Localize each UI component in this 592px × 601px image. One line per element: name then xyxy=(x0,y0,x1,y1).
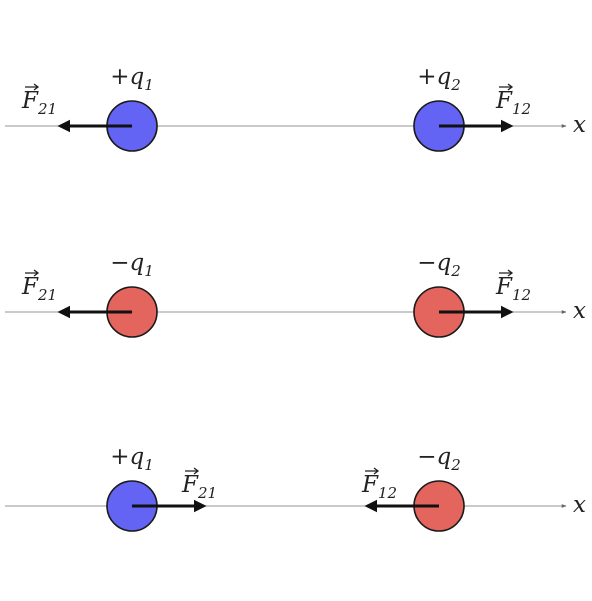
charge-label-q2: −q2 xyxy=(417,444,461,474)
x-axis-label: x xyxy=(573,112,586,138)
vector-arrow-icon xyxy=(25,269,40,277)
svg-text:F21: F21 xyxy=(21,274,57,304)
vector-arrow-icon xyxy=(365,467,380,475)
charge-label-q1: +q1 xyxy=(110,64,154,94)
force-label-F21: F21 xyxy=(181,467,217,502)
svg-text:F21: F21 xyxy=(181,472,217,502)
svg-text:F21: F21 xyxy=(21,88,57,118)
charge-label-q1: +q1 xyxy=(110,444,154,474)
vector-arrow-icon xyxy=(185,467,200,475)
charge-label-q2: −q2 xyxy=(417,250,461,280)
force-label-F21: F21 xyxy=(21,269,57,304)
vector-arrow-icon xyxy=(499,269,514,277)
force-label-F21: F21 xyxy=(21,83,57,118)
x-axis-label: x xyxy=(573,298,586,324)
force-label-F12: F12 xyxy=(361,467,397,502)
svg-text:F12: F12 xyxy=(495,88,531,118)
svg-text:F12: F12 xyxy=(495,274,531,304)
x-axis-label: x xyxy=(573,492,586,518)
charge-label-q2: +q2 xyxy=(417,64,461,94)
force-label-F12: F12 xyxy=(495,269,531,304)
svg-text:F12: F12 xyxy=(361,472,397,502)
vector-arrow-icon xyxy=(25,83,40,91)
force-label-F12: F12 xyxy=(495,83,531,118)
charge-label-q1: −q1 xyxy=(110,250,154,280)
vector-arrow-icon xyxy=(499,83,514,91)
